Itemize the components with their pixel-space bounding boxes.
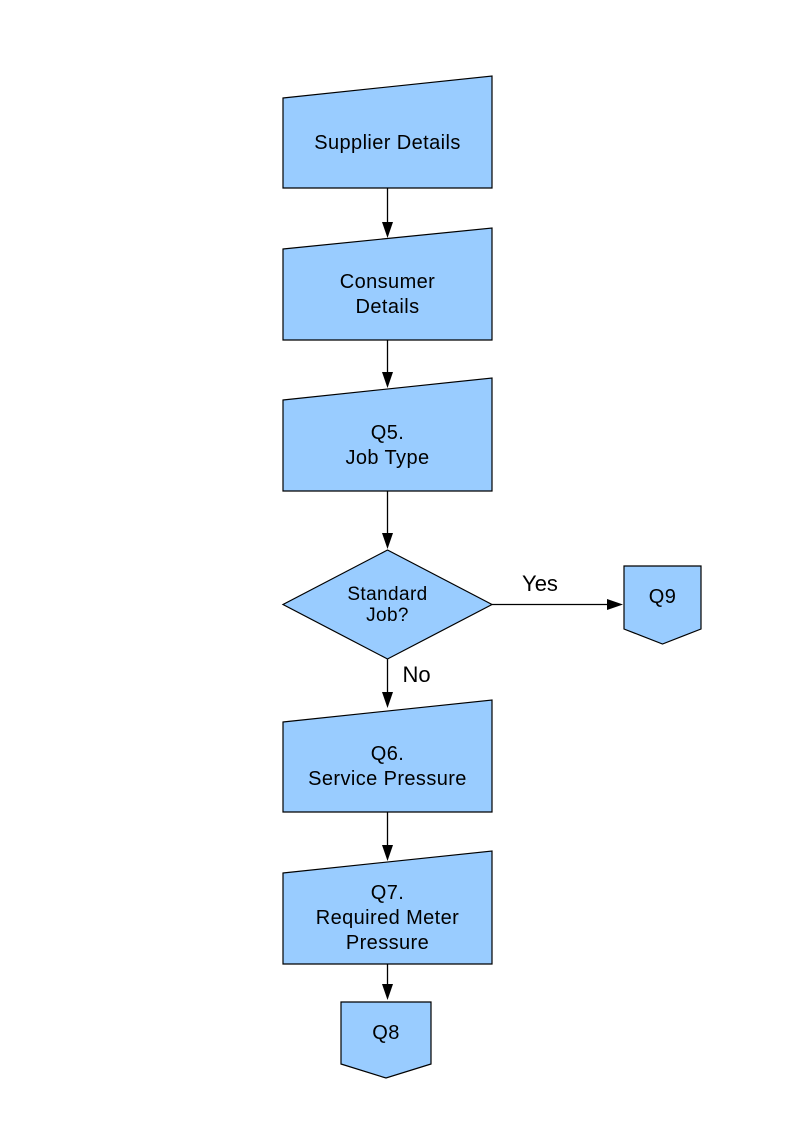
consumer-details-shape xyxy=(282,227,493,341)
node-label-line: Q8 xyxy=(372,1021,400,1044)
q9-offpage-connector-shape xyxy=(623,565,702,645)
node-consumer-details: Consumer Details xyxy=(283,249,492,340)
node-q8-offpage-connector: Q8 xyxy=(341,1002,431,1064)
node-label-line: Pressure xyxy=(345,932,430,954)
node-label-line: Job? xyxy=(366,604,409,626)
edge-label-no: No xyxy=(402,662,431,687)
edge-label-yes: Yes xyxy=(522,571,558,596)
node-label-line: Job Type xyxy=(345,446,430,469)
node-q9-offpage-connector: Q9 xyxy=(624,566,701,629)
arrowhead-q5-to-decision xyxy=(382,533,393,549)
node-label-line: Supplier Details xyxy=(314,131,461,154)
node-label-line: Consumer xyxy=(339,270,436,293)
node-standard-job-decision: Standard Job? xyxy=(283,550,492,659)
standard-job-decision-shape xyxy=(281,549,494,660)
arrowhead-decision-yes-to-q9 xyxy=(607,599,623,610)
node-label-line: Q7. xyxy=(370,882,405,904)
arrowhead-decision-no-to-q6 xyxy=(382,692,393,708)
node-supplier-details: Supplier Details xyxy=(283,98,492,188)
q6-service-pressure-shape xyxy=(282,699,493,813)
node-label-line: Service Pressure xyxy=(308,768,467,790)
node-q5-job-type: Q5. Job Type xyxy=(283,400,492,491)
node-q7-required-meter-pressure: Q7. Required Meter Pressure xyxy=(283,873,492,964)
q7-required-meter-pressure-shape xyxy=(282,850,493,965)
q5-job-type-shape xyxy=(282,377,493,492)
q8-offpage-connector-shape xyxy=(340,1001,432,1079)
node-label-line: Standard xyxy=(347,583,428,605)
node-label-line: Q9 xyxy=(648,586,677,608)
arrowhead-q7-to-q8 xyxy=(382,984,393,1000)
arrowhead-consumer-to-q5 xyxy=(382,372,393,388)
node-label-line: Q6. xyxy=(370,743,405,765)
supplier-details-shape xyxy=(282,75,493,189)
arrowhead-q6-to-q7 xyxy=(382,845,393,861)
node-label-line: Q5. xyxy=(370,421,405,444)
node-label-line: Details xyxy=(355,295,420,318)
arrowhead-supplier-to-consumer xyxy=(382,222,393,238)
node-label-line: Required Meter xyxy=(315,907,460,929)
node-q6-service-pressure: Q6. Service Pressure xyxy=(283,722,492,812)
